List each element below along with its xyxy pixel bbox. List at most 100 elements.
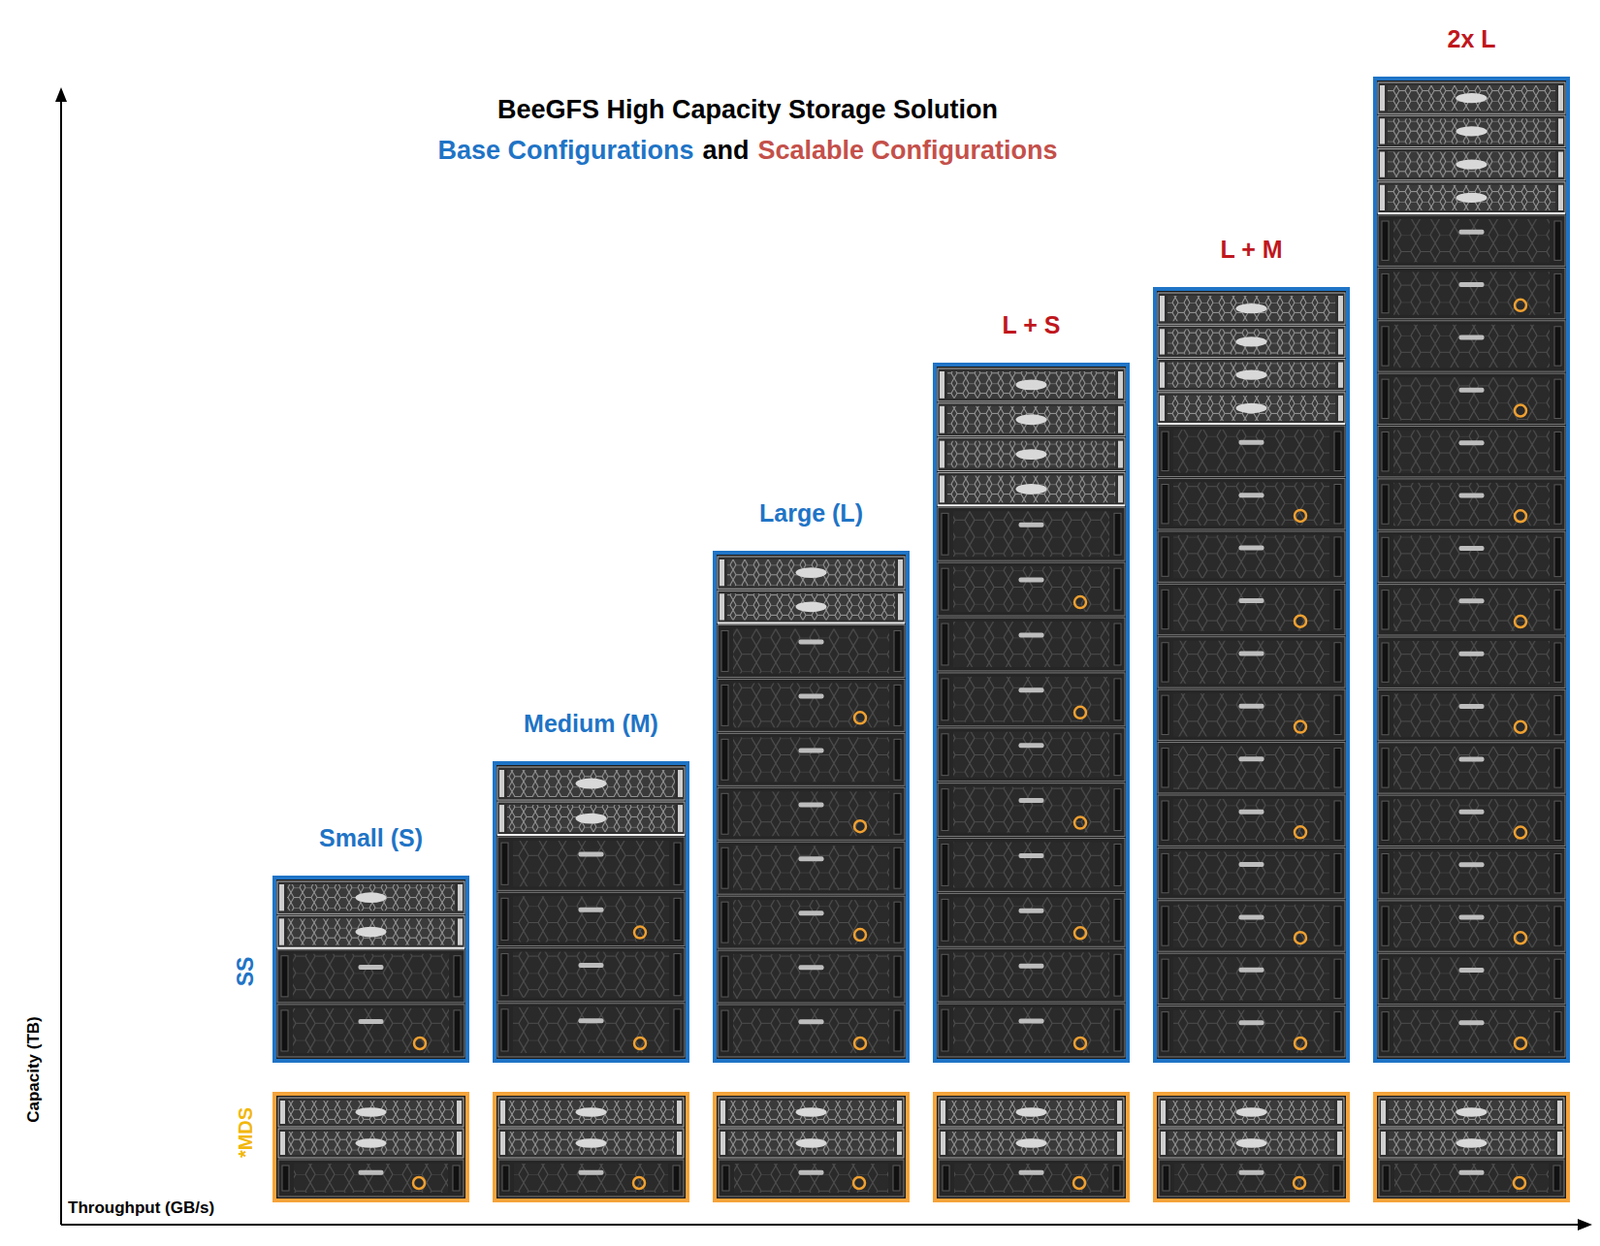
server-handle (1334, 484, 1342, 524)
server-handle (941, 678, 949, 721)
server-handle (1162, 1165, 1170, 1191)
server-chassis (717, 841, 905, 895)
server-handle (721, 847, 729, 889)
big-server (277, 1004, 465, 1057)
thin-server (1157, 292, 1345, 324)
server-chassis (497, 836, 685, 891)
server-ear (1338, 395, 1344, 421)
server-badge (358, 1019, 384, 1024)
server-badge (1239, 914, 1265, 920)
server-handle (1381, 221, 1389, 260)
server-ear (939, 441, 945, 469)
mds-box (1375, 1093, 1568, 1201)
server-handle (1114, 734, 1121, 776)
server-handle (894, 684, 901, 726)
server-handle (501, 842, 509, 885)
server-chassis (1377, 742, 1566, 794)
server-badge (1236, 336, 1268, 347)
server-handle (941, 1009, 949, 1052)
status-ring (1514, 931, 1527, 944)
server-badge (1459, 915, 1485, 921)
server-handle (1381, 1012, 1389, 1052)
status-ring (1294, 1037, 1307, 1050)
server-bezel (287, 884, 455, 911)
thin-server (498, 1097, 684, 1127)
server-bezel (733, 954, 890, 999)
server-bezel (1393, 799, 1550, 842)
server-ear (1118, 475, 1123, 503)
server-bezel (507, 804, 675, 832)
server-chassis (277, 881, 465, 914)
server-badge (358, 964, 384, 970)
server-ear (1380, 1131, 1386, 1155)
rack-background (272, 875, 470, 1063)
server-chassis (717, 556, 905, 589)
server-badge (578, 1170, 605, 1176)
config-label: 2x L (1446, 25, 1496, 54)
server-badge (1016, 448, 1048, 460)
server-bezel (1168, 1100, 1335, 1124)
server-ear (1338, 328, 1344, 354)
server-handle (1161, 431, 1169, 471)
server-badge (1456, 93, 1488, 103)
server-badge (1019, 577, 1045, 583)
server-handle (1381, 959, 1389, 998)
server-handle (894, 956, 901, 997)
server-badge (1459, 809, 1485, 815)
server-badge (1239, 1170, 1265, 1176)
server-chassis (718, 1159, 904, 1197)
server-chassis (937, 672, 1125, 727)
server-ear (897, 593, 903, 620)
server-bezel (1173, 904, 1330, 948)
server-chassis (717, 590, 905, 623)
server-handle (1334, 853, 1342, 893)
big-server (717, 841, 905, 895)
server-chassis (717, 1004, 905, 1057)
server-badge (1459, 1020, 1485, 1025)
server-badge (796, 1107, 828, 1118)
server-ear (1557, 1131, 1563, 1155)
big-server (1377, 953, 1566, 1004)
server-badge (1019, 1018, 1045, 1024)
server-chassis (717, 624, 905, 677)
group-separator (1377, 212, 1566, 215)
server-bezel (1173, 851, 1330, 895)
server-handle (721, 630, 729, 672)
server-badge (1236, 403, 1268, 414)
config-label: Small (S) (319, 824, 423, 853)
server-handle (1554, 854, 1562, 894)
big-server (937, 1003, 1125, 1057)
thin-server (938, 1097, 1124, 1127)
big-server (717, 787, 905, 840)
big-server (497, 948, 685, 1002)
server-badge (1239, 862, 1265, 867)
server-chassis (937, 562, 1125, 616)
status-ring (633, 1177, 645, 1189)
server-badge (1239, 809, 1265, 815)
server-handle (1554, 273, 1562, 313)
server-badge (1019, 908, 1045, 914)
server-badge (1016, 1107, 1048, 1118)
server-badge (1459, 334, 1485, 340)
server-ear (676, 1131, 682, 1155)
server-chassis (1377, 373, 1566, 424)
server-badge (1459, 756, 1485, 762)
server-ear (279, 884, 285, 911)
server-chassis (718, 1128, 904, 1158)
server-chassis (1377, 795, 1566, 846)
big-server (277, 950, 465, 1003)
thin-server (277, 915, 465, 948)
server-handle (1334, 1012, 1342, 1052)
server-bezel (947, 475, 1116, 503)
server-chassis (937, 472, 1125, 506)
server-handle (894, 738, 901, 780)
server-badge (1016, 483, 1048, 495)
server-badge (1016, 1138, 1048, 1149)
server-handle (673, 897, 681, 940)
thin-server (497, 767, 685, 800)
server-handle (1554, 484, 1562, 524)
server-ear (1117, 1131, 1122, 1155)
thin-server (937, 472, 1125, 506)
big-server (497, 892, 685, 946)
big-server (1157, 583, 1345, 635)
